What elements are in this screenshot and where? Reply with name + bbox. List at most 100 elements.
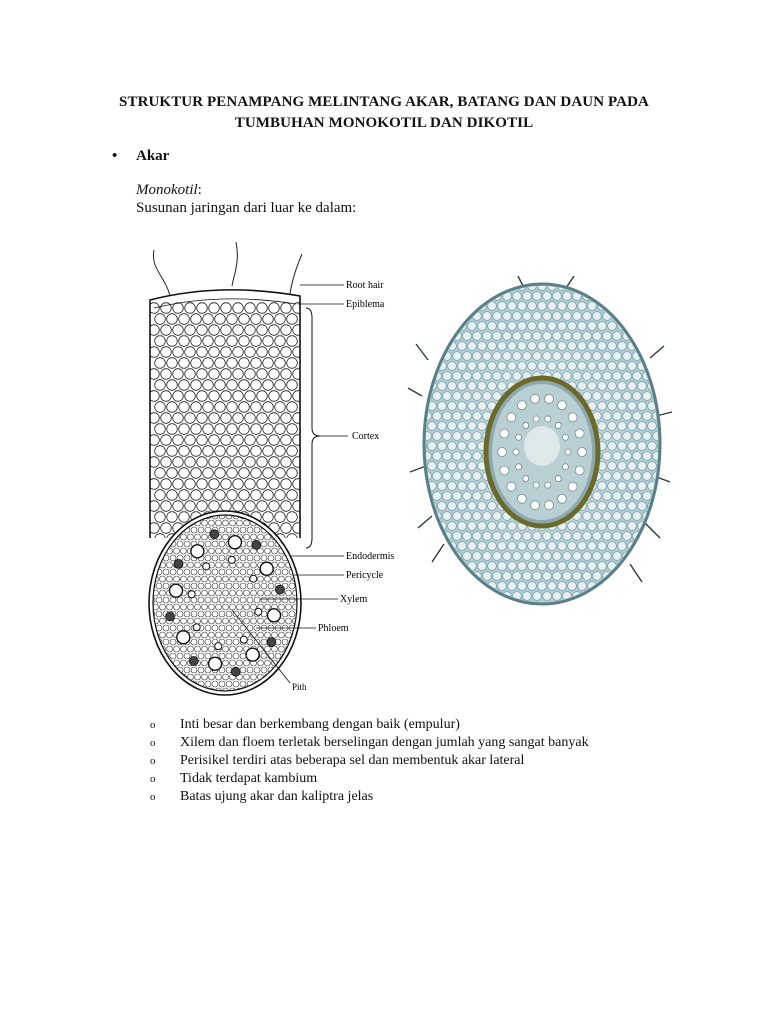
cortex-cell bbox=[166, 357, 178, 369]
micrograph-cell bbox=[487, 321, 497, 331]
cortex-cell bbox=[172, 346, 184, 358]
stele-cell bbox=[274, 652, 282, 660]
micrograph-cell bbox=[632, 331, 642, 341]
xylem-vessel bbox=[266, 608, 282, 623]
micrograph-cell bbox=[597, 561, 607, 571]
stele-cell bbox=[295, 596, 297, 604]
micrograph-cell bbox=[552, 331, 562, 341]
micrograph-cell bbox=[482, 511, 492, 521]
micrograph-cell bbox=[447, 286, 457, 291]
micrograph-cell bbox=[552, 551, 562, 561]
cortex-cell bbox=[244, 412, 256, 424]
cortex-cell bbox=[178, 357, 190, 369]
cortex-cell bbox=[150, 500, 160, 512]
cortex-cell bbox=[220, 346, 232, 358]
stele-cell bbox=[257, 617, 264, 625]
stele-cell bbox=[218, 554, 226, 562]
stele-cell bbox=[288, 652, 296, 660]
micrograph-cell bbox=[622, 371, 632, 381]
cortex-cell bbox=[166, 533, 178, 538]
stele-cell bbox=[166, 673, 173, 681]
stele-cell bbox=[204, 596, 212, 604]
micrograph-cell bbox=[607, 481, 617, 491]
micrograph-cell bbox=[632, 491, 642, 501]
stele-cell bbox=[187, 533, 194, 541]
micrograph-cell bbox=[437, 286, 447, 291]
micrograph-cell bbox=[582, 331, 592, 341]
micrograph-cell bbox=[577, 521, 587, 531]
micrograph-cell bbox=[592, 351, 602, 361]
stele-cell bbox=[180, 547, 187, 555]
micrograph-cell bbox=[537, 286, 547, 291]
cortex-cell bbox=[238, 489, 250, 501]
micrograph-cell bbox=[647, 541, 657, 551]
micrograph-cell bbox=[572, 331, 582, 341]
micrograph-cell bbox=[547, 581, 557, 591]
micrograph-cell bbox=[477, 561, 487, 571]
cortex-cell bbox=[150, 324, 160, 336]
stele-cell bbox=[204, 638, 212, 646]
micrograph-cell bbox=[612, 371, 622, 381]
micrograph-cell bbox=[457, 461, 467, 471]
micrograph-cell bbox=[652, 331, 658, 341]
stele-cell bbox=[264, 533, 271, 541]
micrograph-vessel bbox=[506, 412, 517, 423]
micrograph-cell bbox=[637, 461, 647, 471]
stele-cell bbox=[176, 680, 184, 688]
micrograph-cell bbox=[467, 481, 477, 491]
micrograph-cell bbox=[426, 401, 427, 411]
stele-cell bbox=[243, 673, 250, 681]
micrograph-cell bbox=[522, 311, 532, 321]
micrograph-cell bbox=[457, 541, 467, 551]
micrograph-cell bbox=[477, 381, 487, 391]
cortex-cell bbox=[190, 335, 202, 347]
micrograph-cell bbox=[427, 286, 437, 291]
stele-cell bbox=[201, 617, 208, 625]
stele-cell bbox=[153, 589, 159, 597]
cortex-cell bbox=[160, 368, 172, 380]
stele-cell bbox=[246, 596, 254, 604]
micrograph-cell bbox=[437, 481, 447, 491]
micrograph-cell bbox=[627, 481, 637, 491]
micrograph-cell bbox=[437, 321, 447, 331]
stele-cell bbox=[155, 515, 163, 520]
micrograph-cell bbox=[657, 481, 658, 491]
cortex-cell bbox=[196, 368, 208, 380]
stele-cell bbox=[197, 568, 205, 576]
micrograph-cell bbox=[597, 541, 607, 551]
cortex-cell bbox=[214, 379, 226, 391]
cortex-cell bbox=[262, 379, 274, 391]
micrograph-cell bbox=[517, 301, 527, 311]
micrograph-cell bbox=[426, 431, 432, 441]
xylem-vessel bbox=[239, 635, 248, 644]
cortex-cell bbox=[232, 500, 244, 512]
micrograph-vessel bbox=[544, 481, 552, 489]
micrograph-cell bbox=[567, 581, 577, 591]
micrograph-cell bbox=[447, 501, 457, 511]
micrograph-cell bbox=[477, 341, 487, 351]
micrograph-cell bbox=[612, 431, 622, 441]
cortex-cell bbox=[190, 467, 202, 479]
stele-cell bbox=[281, 568, 289, 576]
micrograph-cell bbox=[426, 481, 427, 491]
stele-cell bbox=[232, 652, 240, 660]
stele-cell bbox=[222, 589, 229, 597]
micrograph-cell bbox=[462, 371, 472, 381]
micrograph-cell bbox=[442, 491, 452, 501]
stele-cell bbox=[257, 631, 264, 639]
stele-cell bbox=[232, 624, 240, 632]
stele-cell bbox=[155, 540, 163, 548]
micrograph-cell bbox=[572, 551, 582, 561]
micrograph-cell bbox=[577, 321, 587, 331]
micrograph-vessel bbox=[574, 465, 585, 476]
cortex-cells bbox=[150, 302, 300, 538]
micrograph-cell bbox=[426, 571, 432, 581]
micrograph-cell bbox=[512, 551, 522, 561]
stele-cell bbox=[173, 547, 180, 555]
cortex-cell bbox=[178, 335, 190, 347]
micrograph-cell bbox=[426, 531, 432, 541]
stele-cell bbox=[215, 547, 222, 555]
cortex-cell bbox=[202, 313, 214, 325]
micrograph-cell bbox=[426, 321, 427, 331]
